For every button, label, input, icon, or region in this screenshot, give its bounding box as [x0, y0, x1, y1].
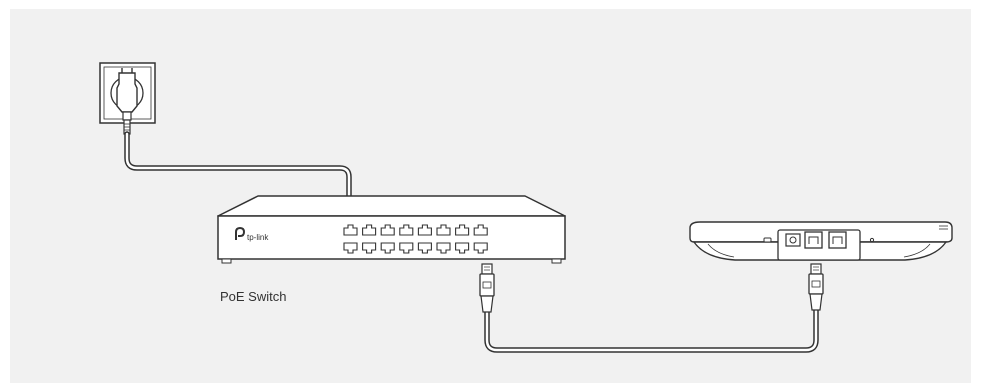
switch-port-icon [380, 242, 395, 254]
access-point-icon [689, 221, 953, 261]
switch-port-icon [362, 242, 377, 254]
switch-port-icon [380, 224, 395, 236]
power-plug-icon [116, 68, 138, 135]
switch-port-icon [417, 224, 432, 236]
switch-port-icon [417, 242, 432, 254]
poe-switch-icon [217, 195, 566, 264]
switch-ports [343, 224, 488, 254]
switch-port-icon [455, 242, 470, 254]
switch-port-icon [455, 224, 470, 236]
switch-brand-label: tp-link [247, 233, 269, 242]
switch-port-icon [473, 224, 488, 236]
switch-port-icon [473, 242, 488, 254]
switch-port-icon [343, 224, 358, 236]
switch-port-icon [399, 242, 414, 254]
ethernet-connector-icon [808, 263, 824, 311]
switch-port-icon [399, 224, 414, 236]
switch-port-icon [343, 242, 358, 254]
ethernet-connector-icon [479, 263, 495, 313]
ethernet-cable [484, 307, 819, 353]
switch-port-icon [362, 224, 377, 236]
tp-link-logo-icon [235, 226, 246, 240]
switch-port-icon [436, 242, 451, 254]
switch-label: PoE Switch [220, 289, 286, 304]
switch-port-icon [436, 224, 451, 236]
